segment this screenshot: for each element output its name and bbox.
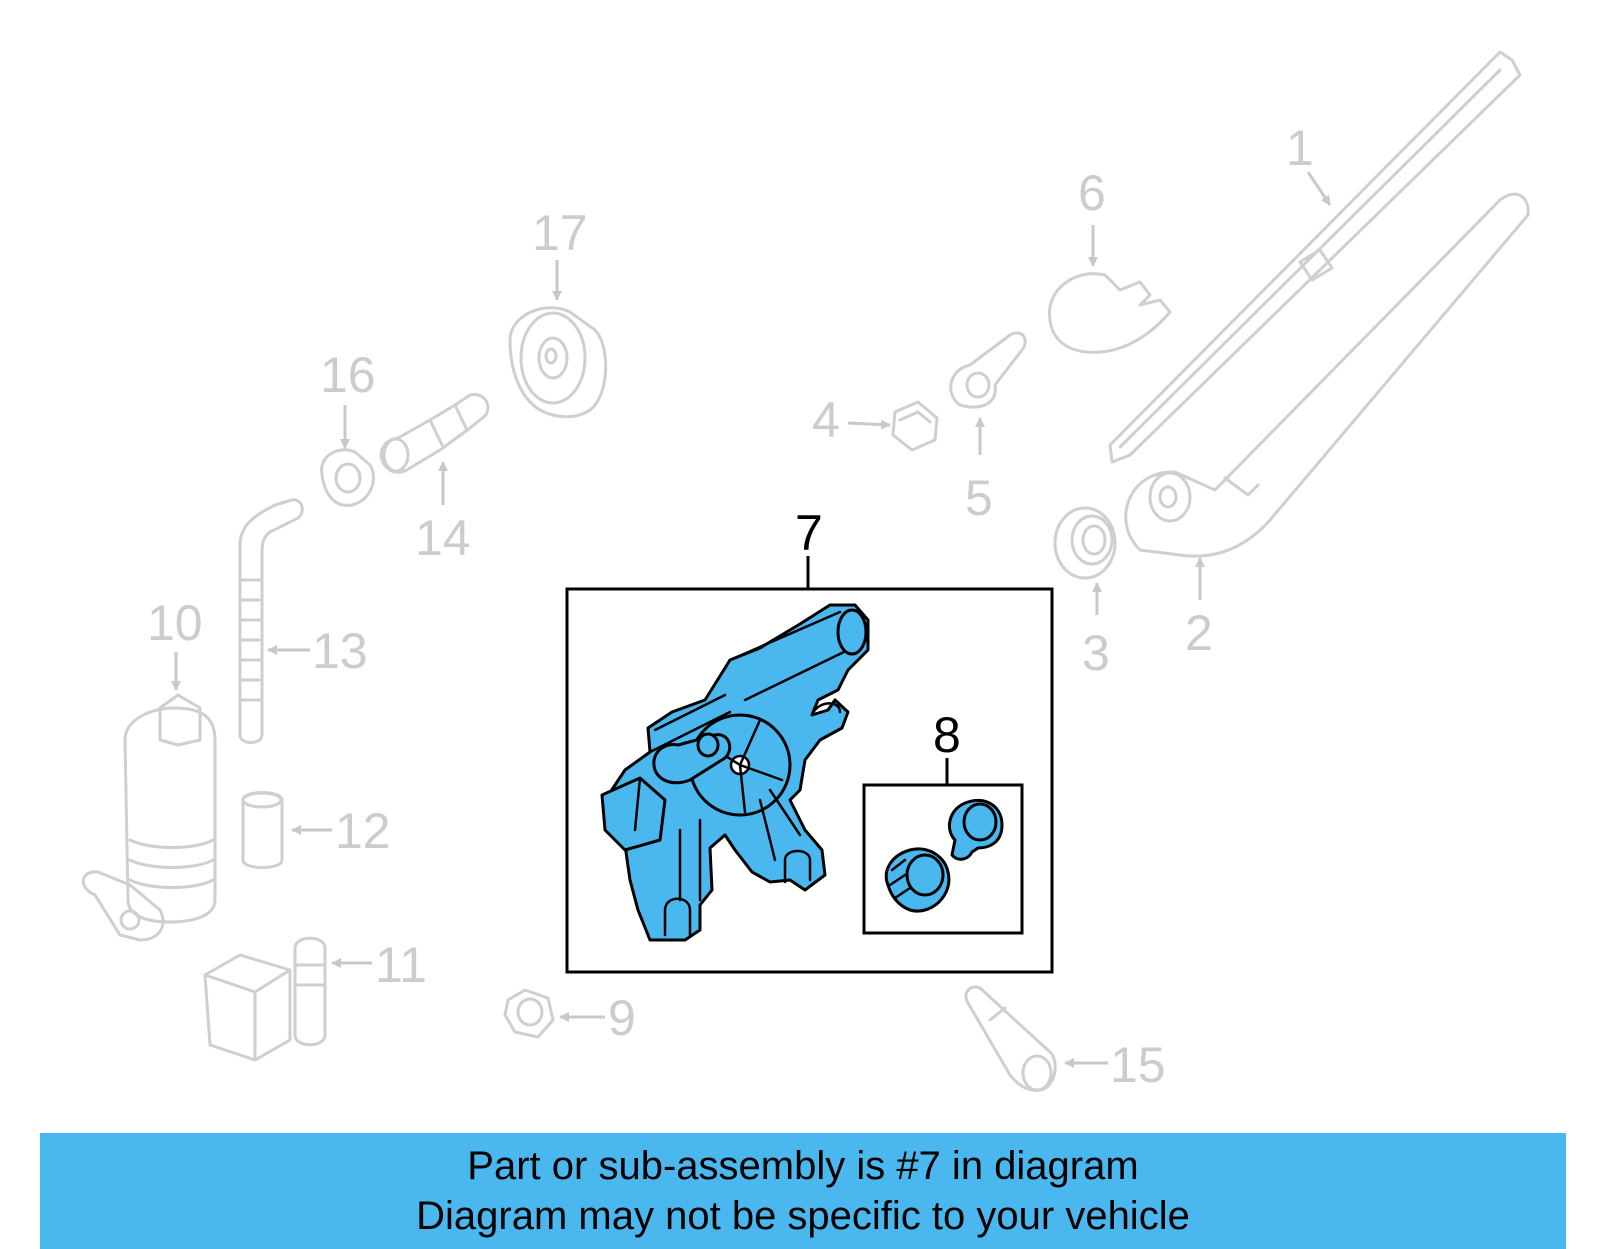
callout-9: 9: [559, 990, 636, 1046]
callout-14: 14: [415, 461, 471, 566]
callout-1: 1: [1286, 120, 1332, 206]
callout-13: 13: [267, 623, 368, 679]
callout-12-label: 12: [335, 803, 391, 859]
part-1-wiper-blade[interactable]: [1108, 50, 1522, 464]
part-2-wiper-arm[interactable]: [1124, 192, 1530, 558]
callout-4: 4: [812, 392, 891, 448]
part-17-grommet[interactable]: [508, 306, 608, 419]
banner-line-1: Part or sub-assembly is #7 in diagram: [467, 1144, 1139, 1188]
part-4-hex-nut[interactable]: [891, 400, 939, 452]
callout-6-label: 6: [1078, 165, 1106, 221]
part-7-wiper-motor[interactable]: [600, 603, 870, 942]
part-14-nozzle[interactable]: [379, 392, 490, 474]
banner-line-2: Diagram may not be specific to your vehi…: [416, 1194, 1190, 1238]
part-6-cover-cap[interactable]: [1048, 272, 1172, 354]
callout-6: 6: [1078, 165, 1106, 267]
callout-1-label: 1: [1286, 120, 1314, 176]
callout-15-label: 15: [1110, 1037, 1166, 1093]
part-13-hose[interactable]: [238, 498, 304, 744]
part-9-nut[interactable]: [503, 988, 555, 1039]
callout-13-label: 13: [312, 623, 368, 679]
callout-12: 12: [291, 803, 391, 859]
callout-5-label: 5: [965, 470, 993, 526]
callout-2-label: 2: [1185, 605, 1213, 661]
callout-11-label: 11: [375, 937, 427, 993]
part-3-cap[interactable]: [1053, 506, 1117, 580]
callout-8-label: 8: [933, 707, 961, 763]
callout-8: 8: [933, 707, 961, 785]
callout-3: 3: [1082, 582, 1110, 681]
part-16-clip[interactable]: [320, 448, 375, 507]
callout-17-label: 17: [532, 205, 588, 261]
callout-17: 17: [532, 205, 588, 301]
callout-11: 11: [331, 937, 427, 993]
callout-14-label: 14: [415, 510, 471, 566]
callout-4-label: 4: [812, 392, 840, 448]
callout-10: 10: [147, 595, 203, 691]
part-10-washer-pump[interactable]: [81, 693, 217, 942]
part-11-connector[interactable]: [203, 936, 327, 1062]
callout-7-label: 7: [795, 505, 823, 561]
callout-7: 7: [795, 505, 823, 589]
callout-15: 15: [1064, 1037, 1166, 1093]
callout-5: 5: [965, 417, 993, 526]
part-12-sleeve[interactable]: [241, 791, 284, 869]
info-banner: Part or sub-assembly is #7 in diagram Di…: [40, 1133, 1566, 1249]
callout-3-label: 3: [1082, 625, 1110, 681]
callout-10-label: 10: [147, 595, 203, 651]
part-15-pin[interactable]: [964, 985, 1057, 1092]
callout-2: 2: [1185, 557, 1213, 661]
callout-9-label: 9: [608, 990, 636, 1046]
part-5-lever[interactable]: [949, 331, 1027, 409]
part-8-cap-and-nut[interactable]: [884, 799, 1004, 913]
callout-16: 16: [320, 347, 376, 449]
callout-16-label: 16: [320, 347, 376, 403]
